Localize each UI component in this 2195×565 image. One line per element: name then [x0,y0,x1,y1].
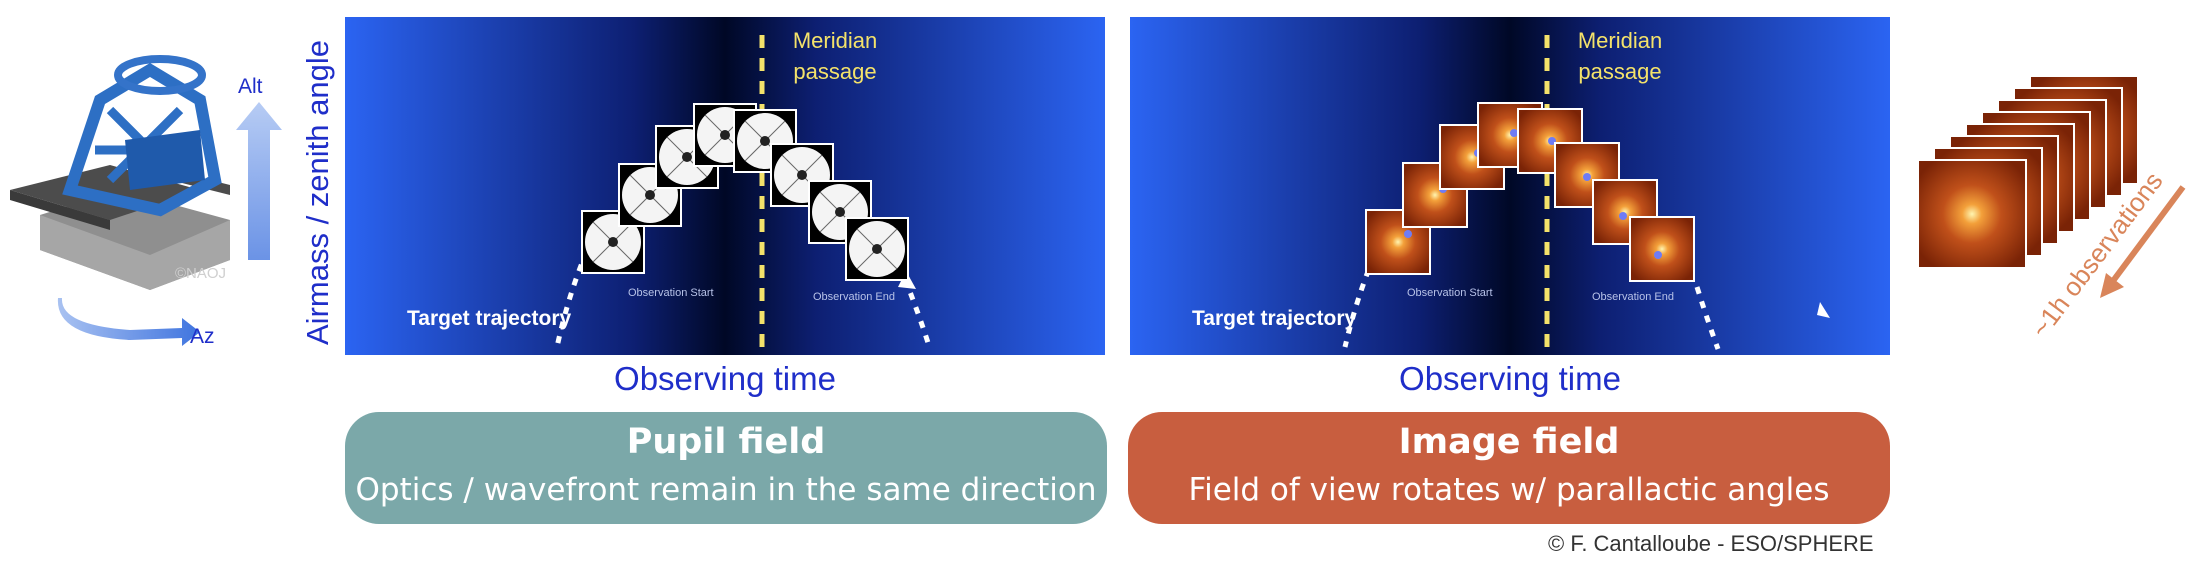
observation-stack: ~1h observations [1910,55,2195,355]
image-meridian-label: Meridian passage [1550,25,1690,87]
pupil-observation-end: Observation End [813,291,895,303]
image-panel: Meridian passage Target trajectory Obser… [1130,17,1890,355]
image-x-axis-label: Observing time [1399,360,1621,397]
pupil-trajectory-label: Target trajectory [407,307,572,330]
pupil-field-title: Pupil field [626,422,826,462]
naoj-copyright: ©NAOJ [175,265,227,282]
telescope-drawing [10,55,282,346]
image-observation-end: Observation End [1592,291,1674,303]
image-small-marker [1817,302,1830,318]
stack-arrow-line [2107,185,2186,287]
observation-stack-graphic [1917,75,2186,298]
alt-label: Alt [238,75,263,98]
pupil-meridian-line1: Meridian [792,28,878,53]
image-panel-background [1130,17,1890,355]
credit: © F. Cantalloube - ESO/SPHERE [1548,531,1874,556]
pupil-field-subtitle: Optics / wavefront remain in the same di… [355,472,1097,508]
pupil-observation-start: Observation Start [628,287,714,299]
image-field-subtitle: Field of view rotates w/ parallactic ang… [1188,472,1830,508]
pupil-panel: Meridian passage Target trajectory Obser… [345,17,1105,355]
image-meridian-line1: Meridian [1577,28,1663,53]
pupil-x-axis-label: Observing time [614,360,836,397]
pupil-meridian-line2: passage [793,59,877,84]
image-frame [1365,209,1431,275]
pupil-panel-graphic [345,17,1105,355]
image-trajectory-end [1694,286,1721,350]
image-observation-start: Observation Start [1407,287,1493,299]
pupil-panel-background [345,17,1105,355]
stack-arrow-head [2100,273,2124,298]
telescope-illustration: Alt Az ©NAOJ [0,40,300,360]
stack-frame [1917,159,2027,269]
image-field-title: Image field [1398,422,1620,462]
image-trajectory-label: Target trajectory [1192,307,1357,330]
image-meridian-line2: passage [1578,59,1662,84]
image-panel-graphic [1130,17,1890,355]
az-label: Az [190,325,215,348]
image-field-box: Image field Field of view rotates w/ par… [1128,412,1890,524]
pupil-frame [845,217,909,281]
pupil-field-box: Pupil field Optics / wavefront remain in… [345,412,1107,524]
image-frame [1629,216,1695,282]
pupil-meridian-label: Meridian passage [765,25,905,87]
y-axis-label: Airmass / zenith angle [300,40,335,345]
